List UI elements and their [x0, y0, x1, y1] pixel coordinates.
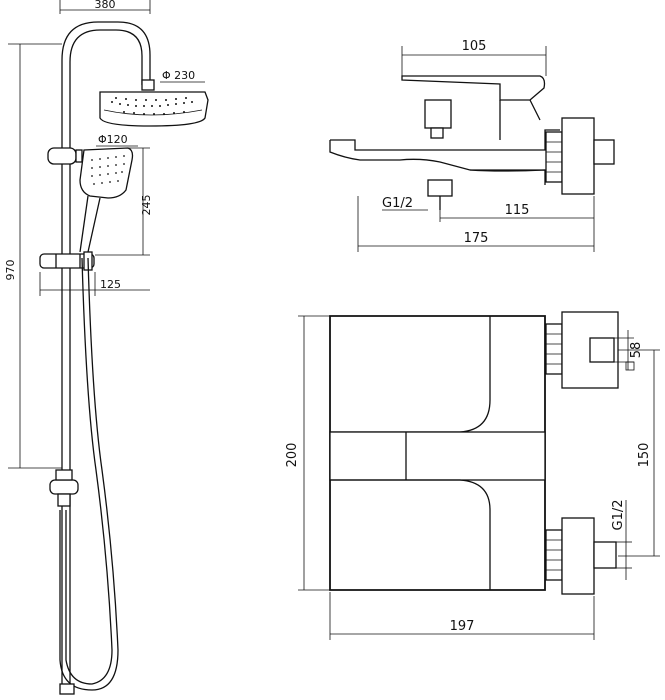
- upper-bracket: [47, 147, 77, 165]
- mixer-side-view: 105 G1/2 115 175: [329, 39, 615, 252]
- front-lower-nut: [561, 517, 595, 595]
- hand-shower-icon: [79, 147, 134, 199]
- depth-label: 175: [464, 231, 489, 246]
- hand-diameter-label: Φ120: [98, 133, 128, 146]
- column-width-label: 380: [95, 0, 116, 11]
- shower-hose: [65, 257, 113, 685]
- front-height-label: 200: [285, 443, 300, 468]
- lower-bracket: [49, 479, 79, 495]
- side-thread-label: G1/2: [382, 196, 413, 211]
- lever-handle: [401, 75, 546, 101]
- offset-label: 125: [100, 278, 121, 291]
- side-nut-block: [561, 117, 595, 195]
- shower-column-view: 380 Φ 230: [4, 0, 209, 695]
- rain-head-icon: [99, 91, 209, 127]
- head-diameter-label: Φ 230: [162, 69, 195, 82]
- rain-head-nozzles: [111, 97, 193, 115]
- total-height-label: 970: [4, 260, 17, 281]
- center-bar: [329, 431, 546, 481]
- mixer-body-side: [330, 129, 560, 151]
- spout-outlet: [427, 179, 453, 197]
- mixer-body-front: [329, 315, 546, 591]
- mixer-front-view: 200 197 58 150 G1/2: [285, 311, 660, 640]
- front-thread-label: G1/2: [611, 500, 626, 531]
- front-width-label: 197: [450, 619, 475, 634]
- handle-width-label: 105: [462, 39, 487, 54]
- center-distance-label: 150: [637, 443, 652, 468]
- hand-height-label: 245: [140, 195, 153, 216]
- outlet-offset-label: 115: [505, 203, 530, 218]
